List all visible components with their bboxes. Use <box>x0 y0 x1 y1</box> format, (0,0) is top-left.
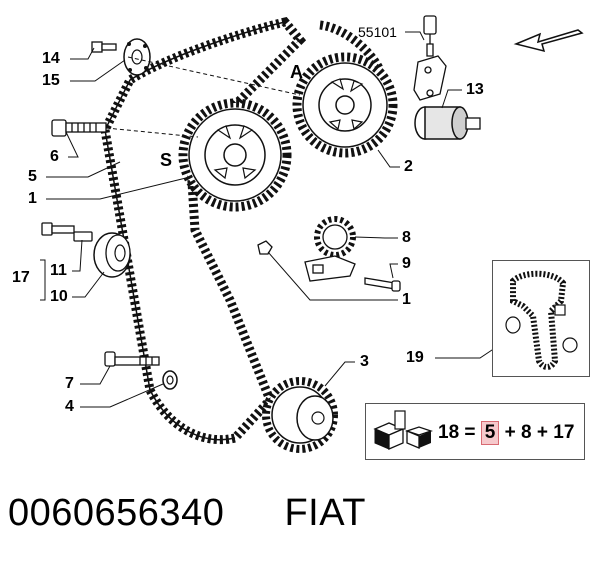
callout-11: 11 <box>50 262 67 279</box>
timing-belt <box>100 16 385 445</box>
zone-label-s: S <box>160 150 173 170</box>
bolt-6 <box>51 119 107 137</box>
leader-lines <box>40 31 496 408</box>
part-caption: 0060656340 FIAT <box>8 492 366 535</box>
brand-name: FIAT <box>284 492 366 534</box>
callout-5: 5 <box>28 168 37 185</box>
callout-55101: 55101 <box>358 24 397 40</box>
nut-1 <box>257 240 273 255</box>
idler-8 <box>304 216 356 282</box>
callout-13: 13 <box>466 81 484 98</box>
callout-9: 9 <box>402 255 411 272</box>
timing-belt-diagram <box>40 15 584 453</box>
sensor-55101 <box>413 15 447 101</box>
callout-4: 4 <box>65 398 74 415</box>
callout-3: 3 <box>360 353 369 370</box>
kit-formula-text: 18 = 5 + 8 + 17 <box>438 421 574 445</box>
part-number: 0060656340 <box>8 492 225 534</box>
callout-19: 19 <box>406 349 424 366</box>
callout-2: 2 <box>404 158 413 175</box>
formula-lhs: 18 = <box>438 422 476 443</box>
kit-box-icon <box>373 410 433 450</box>
component-13 <box>414 106 481 140</box>
callout-8: 8 <box>402 229 411 246</box>
callout-1-top: 1 <box>28 190 37 207</box>
bolt-11 <box>41 222 93 242</box>
callout-15: 15 <box>42 72 60 89</box>
zone-label-a: A <box>290 62 303 82</box>
callout-7: 7 <box>65 375 74 392</box>
rotation-direction-arrow-icon <box>513 29 584 53</box>
washer-4 <box>162 370 178 390</box>
callout-10: 10 <box>50 288 68 305</box>
kit-inset-panel <box>492 260 590 377</box>
pin-9 <box>364 277 401 292</box>
camshaft-sprocket-s <box>178 98 292 212</box>
callout-1-right: 1 <box>402 291 411 308</box>
camshaft-sprocket-a <box>292 52 398 158</box>
kit-formula-panel: 18 = 5 + 8 + 17 <box>365 403 585 460</box>
formula-highlight-5: 5 <box>480 421 500 445</box>
crankshaft-sprocket <box>262 377 338 453</box>
pulley-15 <box>123 38 151 76</box>
kit-inset-drawing <box>505 270 578 370</box>
callout-14: 14 <box>42 50 60 67</box>
callout-6: 6 <box>50 148 59 165</box>
formula-rhs: + 8 + 17 <box>504 422 575 443</box>
tensioner-pulley-10 <box>93 232 131 278</box>
bolt-7 <box>104 351 160 367</box>
callout-17: 17 <box>12 269 30 286</box>
bolt-14 <box>91 41 117 53</box>
